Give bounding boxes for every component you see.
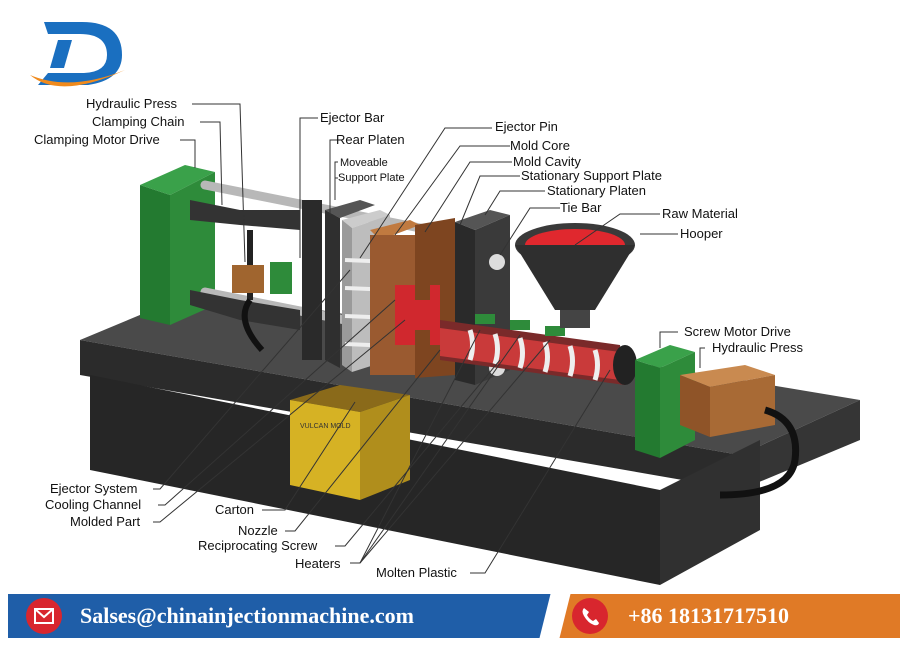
email-bar [8,594,553,638]
svg-text:VULCAN MOLD: VULCAN MOLD [300,423,351,430]
injection-barrel [440,314,637,385]
label-nozzle: Nozzle [238,523,278,538]
label-hooper: Hooper [680,226,723,241]
label-cooling-channel: Cooling Channel [45,497,142,512]
mail-icon [26,598,62,634]
label-stationary-platen: Stationary Platen [547,183,647,198]
email-link[interactable]: Salses@chinainjectionmachine.com [80,603,414,628]
ejector-green-block [270,262,292,294]
leader-lines [153,103,705,574]
label-heaters: Heaters [295,556,341,571]
label-stationary-support-plate: Stationary Support Plate [521,168,662,183]
label-support-plate: Support Plate [338,172,405,184]
rear-platen [325,200,375,368]
phone-icon [572,598,608,634]
label-hydraulic-press-right: Hydraulic Press [712,340,804,355]
hose-left [241,298,265,353]
label-ejector-bar: Ejector Bar [320,110,385,125]
hopper [515,223,635,328]
mold [370,218,455,378]
hydraulic-press-left [232,265,264,293]
carton: VULCAN MOLD [290,385,410,500]
label-screw-motor-drive: Screw Motor Drive [684,324,791,339]
label-clamping-chain: Clamping Chain [92,114,185,129]
phone-number[interactable]: +86 18131717510 [628,603,790,628]
label-rear-platen: Rear Platen [336,132,405,147]
hydraulic-press-right [680,365,800,499]
label-tie-bar: Tie Bar [560,200,602,215]
molten-plastic [440,328,620,380]
label-clamping-motor-drive: Clamping Motor Drive [34,132,160,147]
label-hydraulic-press-left: Hydraulic Press [86,96,178,111]
phone-bar [555,594,900,638]
label-reciprocating-screw: Reciprocating Screw [198,538,318,553]
label-ejector-system: Ejector System [50,481,138,496]
contact-footer: Salses@chinainjectionmachine.com +86 181… [0,594,900,644]
label-mold-core: Mold Core [510,138,570,153]
label-carton: Carton [215,502,255,517]
label-moveable: Moveable [340,157,388,169]
molded-part [395,285,440,345]
label-molded-part: Molded Part [70,514,141,529]
clamping-motor-drive [140,165,215,325]
ejector-bar [302,200,322,360]
company-logo [30,22,125,87]
label-mold-cavity: Mold Cavity [513,154,581,169]
label-raw-material: Raw Material [662,206,738,221]
label-ejector-pin: Ejector Pin [495,119,558,134]
label-molten-plastic: Molten Plastic [376,565,457,580]
